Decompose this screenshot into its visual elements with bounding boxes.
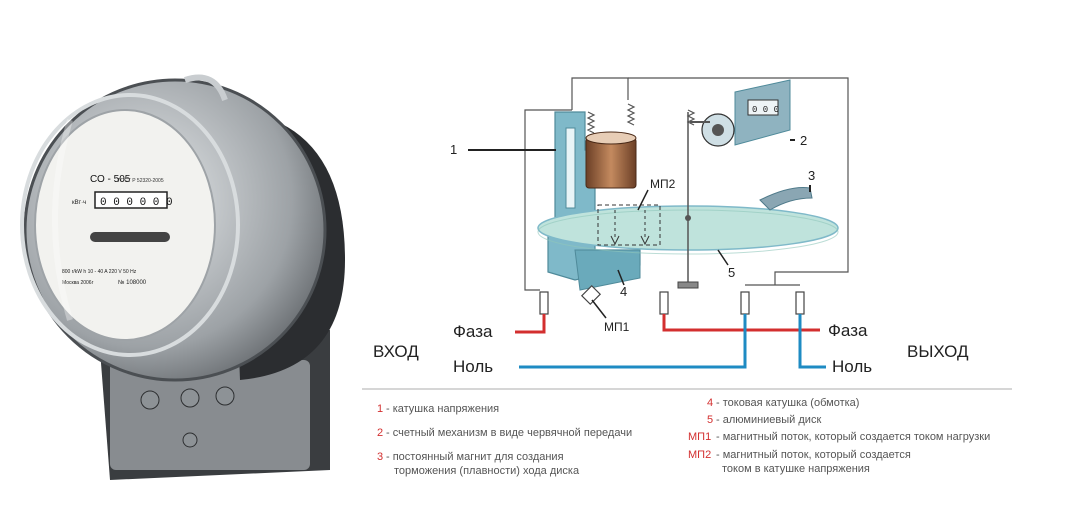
leader-mp1 [591,299,607,319]
part-label-1: 1 [450,142,457,157]
legend-num-1: 1 [377,403,383,415]
meter-glass-rim [20,93,240,357]
counting-mechanism: 0 0 0 [690,79,791,147]
phase-out-label: Фаза [828,321,868,340]
meter-counter-label: кВт·ч [72,200,86,206]
phase-in-label: Фаза [453,322,493,341]
leader-mp2 [637,189,649,211]
part-label-2: 2 [800,133,807,148]
core-lower-arm [574,249,641,291]
leader-4 [617,269,625,286]
voltage-circuit-wire-top [571,77,629,110]
axle-base [677,281,699,289]
meter-photo: СО - 505 ГОСТ Р 52320-2005 кВт·ч 0 0 0 0… [20,74,345,480]
legend-num-mp2: МП2 [688,449,711,461]
meter-counter-digits: 0 0 0 0 0 0 [100,197,173,209]
core-slot [565,127,576,209]
output-label: ВЫХОД [907,342,969,361]
part-label-3: 3 [808,168,815,183]
legend-num-2: 2 [377,427,383,439]
legend-text-3b: торможения (плавности) хода диска [394,465,580,477]
meter-counter-window [94,191,168,209]
phase-wire-out [662,314,820,332]
leader-5 [717,249,729,266]
brake-magnet [759,187,813,211]
spring-counter [686,109,696,126]
meter-terminal-cover [110,360,310,470]
spring-left [586,111,596,134]
meter-faceplate [34,109,216,341]
neutral-out-label: Ноль [832,357,872,376]
label-mp1: МП1 [604,320,630,334]
meter-model: СО - 505 [90,174,131,185]
flux-arrow-1 [610,235,620,246]
meter-maker: Москва 2006г [62,280,94,286]
voltage-coil [585,137,637,189]
legend-text-2: - счетный механизм в виде червячной пере… [386,427,632,439]
legend-num-4: 4 [707,397,713,409]
input-label: ВХОД [373,342,419,361]
meter-serial: № 108000 [118,279,147,286]
legend-text-5: - алюминиевый диск [716,414,821,426]
voltage-coil-top [585,131,637,145]
meter-handle [184,74,228,102]
legend-text-4: - токовая катушка (обмотка) [716,397,859,409]
legend-num-3: 3 [377,451,383,463]
meter-disk-slot [90,232,170,242]
meter-standard: ГОСТ Р 52320-2005 [118,178,164,184]
legend-text-1: - катушка напряжения [386,403,499,415]
axle-hub [685,215,691,221]
legend-text-mp2a: - магнитный поток, который создается [716,449,911,461]
neutral-in-label: Ноль [453,357,493,376]
label-mp2: МП2 [650,177,676,191]
svg-text:0 0 0: 0 0 0 [752,105,779,115]
legend-num-mp1: МП1 [688,431,711,443]
legend-text-mp2b: током в катушке напряжения [722,463,870,475]
meter-terminal-screws [140,386,235,448]
part-label-4: 4 [620,284,627,299]
legend-text-3a: - постоянный магнит для создания [386,451,564,463]
meter-specs: 800 r/kW h 10 - 40 A 220 V 50 Hz [62,269,137,275]
legend-num-5: 5 [707,414,713,426]
flux-mp2 [614,210,646,240]
legend-text-mp1: - магнитный поток, который создается ток… [716,431,990,443]
voltage-circuit-wire [524,109,572,291]
current-coil [597,204,661,246]
meter-dome-highlight [52,119,73,321]
output-wire [628,77,849,285]
meter-schematic: 0 0 0 1 2 3 4 [373,77,969,376]
part-label-5: 5 [728,265,735,280]
flux-arrow-2 [640,235,650,246]
phase-wire-in [515,314,546,334]
neutral-wire-in [519,314,747,369]
neutral-wire-out [798,314,826,369]
spring-right [626,103,636,126]
legend: 1 - катушка напряжения 2 - счетный механ… [377,397,990,477]
